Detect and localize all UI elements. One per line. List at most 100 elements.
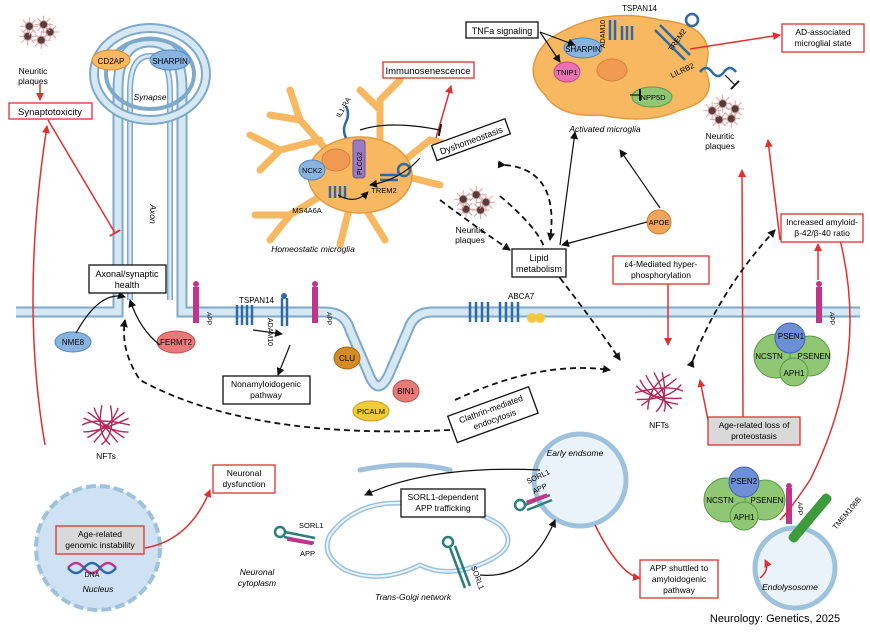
box-dyshomeostasis: Dyshomeostasis (430, 117, 512, 162)
svg-text:TSPAN14: TSPAN14 (239, 296, 275, 305)
svg-text:PSENEN: PSENEN (798, 352, 831, 361)
svg-text:β-42/β-40 ratio: β-42/β-40 ratio (794, 228, 850, 238)
nft-tangles (81, 371, 684, 446)
protein-app-2: APP (312, 281, 332, 325)
svg-text:PLCG2: PLCG2 (357, 152, 364, 175)
svg-text:metabolism: metabolism (516, 264, 562, 274)
svg-text:Increased amyloid-: Increased amyloid- (786, 217, 858, 227)
svg-text:NCSTN: NCSTN (706, 496, 734, 505)
svg-text:microglial state: microglial state (795, 38, 852, 48)
svg-text:cytoplasm: cytoplasm (238, 578, 276, 588)
svg-text:TSPAN14: TSPAN14 (622, 4, 658, 13)
svg-text:SORL1: SORL1 (469, 565, 486, 591)
svg-text:Lipid: Lipid (529, 253, 548, 263)
svg-text:INPP5D: INPP5D (638, 93, 666, 102)
svg-text:Neuritic: Neuritic (706, 131, 736, 141)
dna-icon: DNA (67, 561, 117, 579)
box-amyloid-ratio: Increased amyloid- β-42/β-40 ratio (780, 213, 864, 243)
protein-adam10-microglia: ADAM10 (600, 20, 617, 48)
svg-text:SORL1-dependent: SORL1-dependent (408, 492, 480, 502)
box-ad-microglial-state: AD-associated microglial state (781, 23, 865, 53)
svg-text:TMEM106B: TMEM106B (831, 495, 863, 531)
neuritic-plaques-cluster (18, 15, 745, 220)
box-immunosenescence: Immunosenescence (382, 61, 475, 79)
protein-sharpin-microglia: SHARPIN (563, 37, 603, 59)
svg-text:APH1: APH1 (784, 369, 805, 378)
svg-text:amyloidogenic: amyloidogenic (652, 574, 707, 584)
svg-text:BIN1: BIN1 (397, 387, 415, 396)
nft-tangle (634, 371, 684, 413)
svg-text:NFTs: NFTs (649, 420, 669, 430)
arrows (32, 31, 851, 581)
protein-sorl1-cytoplasm: SORL1 APP (273, 521, 324, 558)
svg-text:APP trafficking: APP trafficking (415, 503, 471, 513)
svg-text:Nonamyloidogenic: Nonamyloidogenic (231, 379, 302, 389)
svg-text:NME8: NME8 (62, 338, 85, 347)
svg-text:APOE: APOE (649, 218, 670, 227)
neuron-membrane (16, 23, 860, 392)
svg-text:ε4-Mediated hyper-: ε4-Mediated hyper- (625, 259, 698, 269)
protein-tspan14-microglia: TSPAN14 (620, 4, 658, 40)
svg-text:PSEN2: PSEN2 (731, 477, 758, 486)
svg-text:CD2AP: CD2AP (98, 57, 125, 66)
svg-text:NCSTN: NCSTN (755, 352, 783, 361)
protein-bin1: BIN1 (392, 379, 420, 403)
homeostatic-microglia (246, 76, 454, 249)
svg-text:Synapse: Synapse (133, 92, 166, 102)
protein-tspan14-neuron: TSPAN14 (235, 296, 275, 325)
svg-text:PICALM: PICALM (357, 407, 385, 416)
neuritic-plaque (703, 94, 745, 129)
protein-app-1: APP (193, 281, 212, 325)
svg-text:pathway: pathway (250, 390, 282, 400)
protein-app-endolysosome: APP (786, 483, 803, 524)
svg-text:ADAM10: ADAM10 (600, 20, 607, 48)
svg-text:APH1: APH1 (734, 513, 755, 522)
protein-apoe: APOE (646, 209, 672, 235)
svg-text:NCK2: NCK2 (302, 166, 322, 175)
svg-text:pathway: pathway (663, 585, 695, 595)
endolysosome (752, 525, 838, 611)
box-app-shuttled: APP shuttled to amyloidogenic pathway (639, 559, 719, 599)
protein-ms4a6a: MS4A6A (292, 186, 347, 215)
svg-text:IL1-RA: IL1-RA (336, 96, 353, 119)
labels: Neuritic plaques Neuritic plaques Neurit… (18, 66, 818, 602)
box-neuronal-dysfunction: Neuronal dysfunction (212, 464, 276, 494)
trans-golgi-network (324, 462, 511, 579)
box-e4-hyperphosphorylation: ε4-Mediated hyper- phosphorylation (612, 255, 710, 285)
svg-text:Endolysosome: Endolysosome (762, 582, 818, 592)
gamma-secretase-endolysosome: PSEN2 NCSTN PSENEN APH1 (703, 466, 786, 531)
svg-text:Age-related loss of: Age-related loss of (719, 420, 791, 430)
gamma-secretase-membrane: PSEN1 NCSTN PSENEN APH1 (753, 322, 831, 387)
neuritic-plaque (454, 185, 495, 220)
svg-text:APP: APP (205, 312, 212, 325)
protein-sharpin-synapse: SHARPIN (149, 49, 191, 71)
svg-text:APP: APP (325, 312, 332, 325)
box-proteostasis: Age-related loss of proteostasis (707, 416, 801, 446)
svg-text:TREM2: TREM2 (371, 186, 396, 195)
svg-text:health: health (115, 280, 140, 290)
svg-text:Axon: Axon (148, 203, 158, 224)
svg-text:TNIP1: TNIP1 (556, 68, 577, 77)
svg-text:TNFa signaling: TNFa signaling (472, 26, 533, 36)
svg-text:Axonal/synaptic: Axonal/synaptic (95, 269, 159, 279)
svg-text:NFTs: NFTs (96, 451, 116, 461)
svg-text:Immunosenescence: Immunosenescence (385, 66, 470, 77)
box-genomic-instability: Age-related genomic instability (55, 525, 145, 555)
protein-nme8: NME8 (54, 331, 92, 353)
protein-plcg2: PLCG2 (352, 139, 366, 179)
svg-text:APP: APP (796, 502, 803, 515)
svg-text:plaques: plaques (455, 235, 485, 245)
svg-text:phosphorylation: phosphorylation (631, 270, 691, 280)
svg-text:Trans-Golgi network: Trans-Golgi network (375, 592, 452, 602)
protein-tnip1: TNIP1 (553, 61, 581, 83)
early-endosome (531, 431, 629, 529)
svg-text:Homeostatic microglia: Homeostatic microglia (271, 244, 355, 254)
svg-text:plaques: plaques (705, 141, 735, 151)
svg-text:Neuronal: Neuronal (227, 468, 262, 478)
svg-text:Age-related: Age-related (78, 529, 122, 539)
protein-tmem106b: TMEM106B (788, 493, 863, 543)
protein-il1ra: IL1-RA (336, 96, 353, 139)
svg-text:Early endsome: Early endsome (547, 448, 604, 458)
svg-text:PSEN1: PSEN1 (778, 332, 805, 341)
